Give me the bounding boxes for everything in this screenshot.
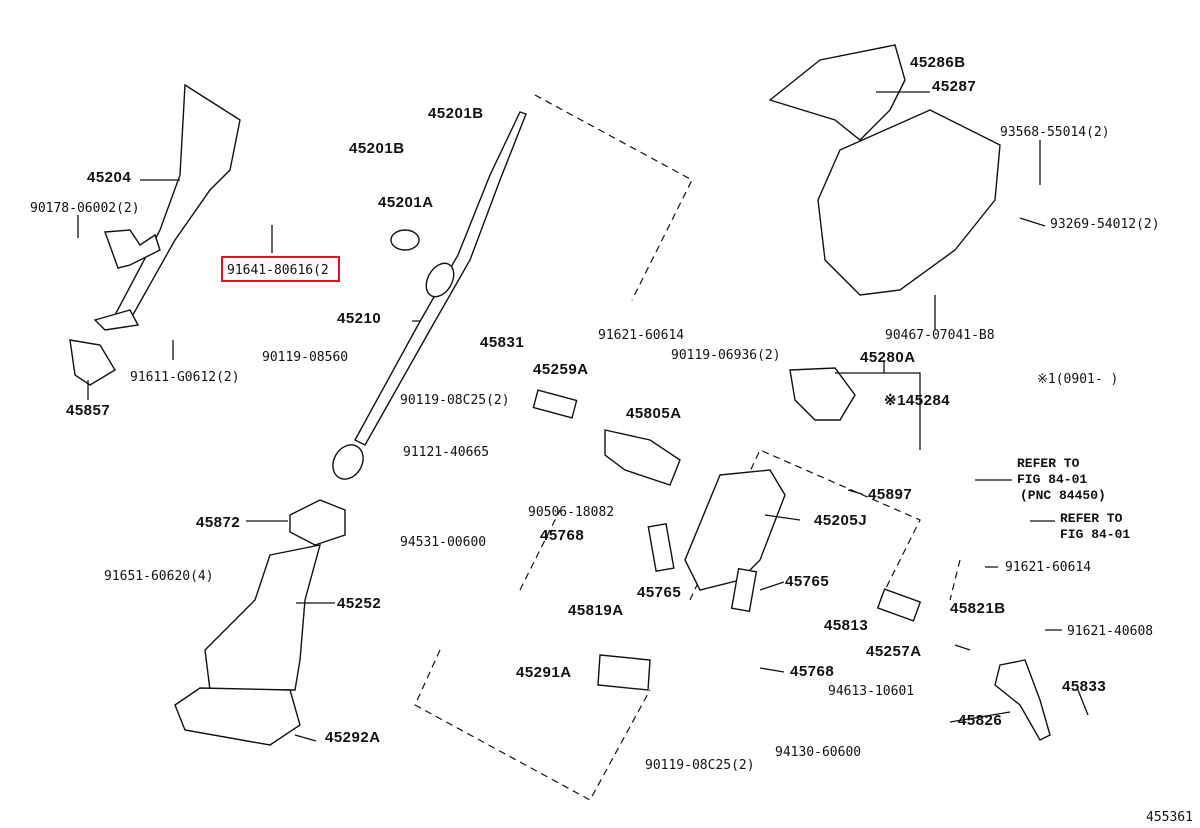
label-94130-60600[interactable]: 94130-60600	[775, 745, 861, 760]
label-45831[interactable]: 45831	[480, 334, 524, 351]
boot-45872	[289, 499, 346, 546]
ref1-line2[interactable]: FIG 84-01	[1017, 472, 1087, 487]
bracket-plate	[93, 309, 140, 331]
label-90119-08C25[interactable]: 90119-08C25(2)	[400, 393, 510, 408]
side-bracket	[104, 229, 161, 269]
label-45805A[interactable]: 45805A	[626, 405, 682, 422]
bracket-45857	[69, 339, 116, 386]
cover-45287	[817, 109, 1001, 296]
pad-45765-a	[647, 522, 675, 573]
label-45826[interactable]: 45826	[958, 712, 1002, 729]
assembly-outline	[414, 94, 961, 801]
label-45765-b[interactable]: 45765	[785, 573, 829, 590]
bracket-45291A	[597, 654, 651, 691]
lock-housing-45280A	[789, 367, 856, 421]
ref2-line2[interactable]: FIG 84-01	[1060, 527, 1130, 542]
label-45259A[interactable]: 45259A	[533, 361, 589, 378]
diagram-id: 455361	[1146, 810, 1193, 825]
ref1-line1[interactable]: REFER TO	[1017, 456, 1080, 471]
label-93269-54012[interactable]: 93269-54012(2)	[1050, 217, 1160, 232]
label-91621-60614[interactable]: 91621-60614	[598, 328, 684, 343]
label-45872[interactable]: 45872	[196, 514, 240, 531]
label-45257A[interactable]: 45257A	[866, 643, 922, 660]
label-45284[interactable]: ※145284	[884, 392, 950, 409]
pad-45765-b	[730, 567, 758, 613]
note-label: ※1(0901- )	[1037, 372, 1118, 387]
label-45821B[interactable]: 45821B	[950, 600, 1006, 617]
universal-joint-lower	[332, 444, 364, 480]
label-94613-10601[interactable]: 94613-10601	[828, 684, 914, 699]
column-housing-45205J	[684, 469, 786, 591]
label-45813[interactable]: 45813	[824, 617, 868, 634]
label-91611-G0612[interactable]: 91611-G0612(2)	[130, 370, 240, 385]
label-90467-07041-B8[interactable]: 90467-07041-B8	[885, 328, 995, 343]
label-91651-60620[interactable]: 91651-60620(4)	[104, 569, 214, 584]
label-91621-40608[interactable]: 91621-40608	[1067, 624, 1153, 639]
label-45280A[interactable]: 45280A	[860, 349, 916, 366]
label-94531-00600[interactable]: 94531-00600	[400, 535, 486, 550]
label-45201B-top[interactable]: 45201B	[428, 105, 484, 122]
universal-joint-upper	[425, 262, 455, 298]
seal-45201A	[390, 229, 420, 251]
label-45833[interactable]: 45833	[1062, 678, 1106, 695]
label-90119-08C25-b[interactable]: 90119-08C25(2)	[645, 758, 755, 773]
bracket-45805A	[604, 429, 681, 486]
label-45765[interactable]: 45765	[637, 584, 681, 601]
cylinder-45257A	[876, 588, 922, 622]
label-45819A[interactable]: 45819A	[568, 602, 624, 619]
label-45201B[interactable]: 45201B	[349, 140, 405, 157]
label-90506-18082[interactable]: 90506-18082	[528, 505, 614, 520]
highlight-box-91641-80616	[221, 256, 340, 282]
label-91621-60614-b[interactable]: 91621-60614	[1005, 560, 1091, 575]
label-45286B[interactable]: 45286B	[910, 54, 966, 71]
lever-45826	[994, 659, 1051, 741]
ref1-line3[interactable]: (PNC 84450)	[1020, 488, 1106, 503]
cover-45286B	[768, 44, 906, 141]
label-45857[interactable]: 45857	[66, 402, 110, 419]
label-45897[interactable]: 45897	[868, 486, 912, 503]
label-93568-55014[interactable]: 93568-55014(2)	[1000, 125, 1110, 140]
label-45768-b[interactable]: 45768	[790, 663, 834, 680]
column-cover-45252	[204, 544, 321, 691]
label-45291A[interactable]: 45291A	[516, 664, 572, 681]
gasket-45292A	[174, 687, 301, 746]
label-45252[interactable]: 45252	[337, 595, 381, 612]
label-45205J[interactable]: 45205J	[814, 512, 867, 529]
cylinder-45259A	[532, 389, 578, 419]
label-90119-08560[interactable]: 90119-08560	[262, 350, 348, 365]
label-90119-06936[interactable]: 90119-06936(2)	[671, 348, 781, 363]
intermediate-shaft	[354, 111, 527, 446]
label-45201A[interactable]: 45201A	[378, 194, 434, 211]
label-90178-06002[interactable]: 90178-06002(2)	[30, 201, 140, 216]
label-91641-80616[interactable]: 91641-80616(2	[227, 263, 329, 278]
label-45287[interactable]: 45287	[932, 78, 976, 95]
column-bracket	[113, 83, 241, 321]
label-45768[interactable]: 45768	[540, 527, 584, 544]
leader-lines	[77, 91, 1089, 742]
label-45204[interactable]: 45204	[87, 169, 131, 186]
label-91121-40665[interactable]: 91121-40665	[403, 445, 489, 460]
label-45210[interactable]: 45210	[337, 310, 381, 327]
label-45292A[interactable]: 45292A	[325, 729, 381, 746]
ref2-line1[interactable]: REFER TO	[1060, 511, 1123, 526]
